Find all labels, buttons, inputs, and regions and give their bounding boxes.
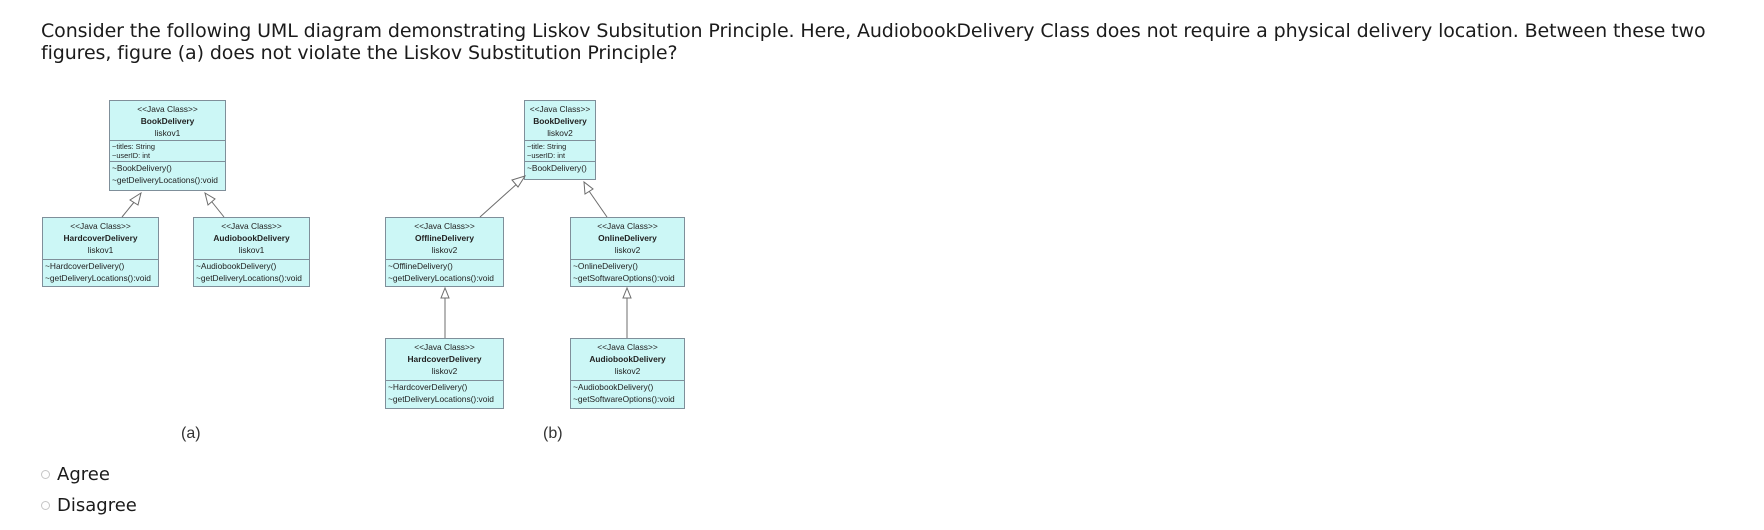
operation: ~getDeliveryLocations():void — [388, 272, 494, 283]
uml-class-bookdelivery-b: <<Java Class>> BookDelivery liskov2 ~tit… — [524, 100, 596, 180]
generalization-edge — [211, 201, 225, 218]
uml-class-audiobookdelivery-a: <<Java Class>> AudiobookDelivery liskov1… — [193, 217, 310, 287]
generalization-edge — [121, 200, 136, 218]
uml-class-hardcoverdelivery-a: <<Java Class>> HardcoverDelivery liskov1… — [42, 217, 159, 287]
operations-section: ~HardcoverDelivery() ~getDeliveryLocatio… — [43, 259, 158, 285]
uml-class-hardcoverdelivery-b: <<Java Class>> HardcoverDelivery liskov2… — [385, 338, 504, 409]
operation: ~AudiobookDelivery() — [196, 261, 277, 271]
class-name: HardcoverDelivery — [63, 233, 138, 243]
operations-section: ~BookDelivery() ~getDeliveryLocations():… — [110, 161, 225, 187]
agree-radio[interactable] — [41, 470, 50, 479]
stereotype: <<Java Class>> — [414, 342, 475, 352]
generalization-edge — [479, 181, 520, 218]
question-text: Consider the following UML diagram demon… — [41, 20, 1706, 64]
package-name: liskov2 — [431, 245, 458, 255]
package-name: liskov2 — [614, 245, 641, 255]
class-name: HardcoverDelivery — [407, 354, 482, 364]
class-name: OnlineDelivery — [598, 233, 657, 243]
operations-section: ~OfflineDelivery() ~getDeliveryLocations… — [386, 259, 503, 285]
stereotype: <<Java Class>> — [221, 221, 282, 231]
operation: ~getDeliveryLocations():void — [45, 272, 151, 283]
class-name: AudiobookDelivery — [213, 233, 290, 243]
uml-class-onlinedelivery-b: <<Java Class>> OnlineDelivery liskov2 ~O… — [570, 217, 685, 287]
package-name: liskov2 — [431, 366, 458, 376]
operation: ~OnlineDelivery() — [573, 261, 638, 271]
operation: ~BookDelivery() — [112, 163, 172, 173]
operation: ~HardcoverDelivery() — [45, 261, 125, 271]
operation: ~HardcoverDelivery() — [388, 382, 468, 392]
class-name: OfflineDelivery — [414, 233, 475, 243]
generalization-arrowhead — [129, 191, 142, 206]
stereotype: <<Java Class>> — [597, 342, 658, 352]
generalization-arrowhead — [204, 191, 216, 206]
class-name: AudiobookDelivery — [589, 354, 666, 364]
figure-label-a: (a) — [181, 425, 201, 442]
operations-section: ~BookDelivery() — [525, 161, 595, 176]
operation: ~BookDelivery() — [527, 163, 587, 173]
option-agree[interactable]: Agree — [41, 464, 110, 485]
operation: ~getDeliveryLocations():void — [112, 174, 218, 185]
attribute: ~userID: int — [527, 151, 565, 160]
operation: ~OfflineDelivery() — [388, 261, 453, 271]
operation: ~getDeliveryLocations():void — [388, 393, 494, 404]
attributes-section: ~titles: String ~userID: int — [110, 140, 225, 161]
stereotype: <<Java Class>> — [597, 221, 658, 231]
class-name: BookDelivery — [140, 116, 195, 126]
operations-section: ~OnlineDelivery() ~getSoftwareOptions():… — [571, 259, 684, 285]
package-name: liskov1 — [154, 128, 181, 138]
operations-section: ~AudiobookDelivery() ~getSoftwareOptions… — [571, 380, 684, 406]
attribute: ~userID: int — [112, 151, 150, 160]
stereotype: <<Java Class>> — [70, 221, 131, 231]
uml-class-offlinedelivery-b: <<Java Class>> OfflineDelivery liskov2 ~… — [385, 217, 504, 287]
attribute: ~titles: String — [112, 142, 155, 151]
class-name: BookDelivery — [533, 116, 587, 126]
generalization-arrowhead — [440, 286, 450, 299]
disagree-radio[interactable] — [41, 501, 50, 510]
attribute: ~title: String — [527, 142, 567, 151]
stereotype: <<Java Class>> — [529, 104, 591, 114]
generalization-edge — [588, 190, 608, 218]
option-disagree[interactable]: Disagree — [41, 495, 137, 516]
generalization-arrowhead — [622, 286, 632, 299]
package-name: liskov1 — [87, 245, 114, 255]
operation: ~getDeliveryLocations():void — [196, 272, 302, 283]
operation: ~getSoftwareOptions():void — [573, 393, 675, 404]
option-label: Agree — [57, 464, 110, 485]
generalization-arrowhead — [583, 180, 594, 195]
option-label: Disagree — [57, 495, 137, 516]
package-name: liskov2 — [547, 128, 573, 138]
stereotype: <<Java Class>> — [414, 221, 475, 231]
operations-section: ~HardcoverDelivery() ~getDeliveryLocatio… — [386, 380, 503, 406]
operation: ~AudiobookDelivery() — [573, 382, 654, 392]
package-name: liskov2 — [614, 366, 641, 376]
figure-label-b: (b) — [543, 425, 563, 442]
operation: ~getSoftwareOptions():void — [573, 272, 675, 283]
uml-class-bookdelivery-a: <<Java Class>> BookDelivery liskov1 ~tit… — [109, 100, 226, 191]
package-name: liskov1 — [238, 245, 265, 255]
stereotype: <<Java Class>> — [137, 104, 198, 114]
operations-section: ~AudiobookDelivery() ~getDeliveryLocatio… — [194, 259, 309, 285]
uml-class-audiobookdelivery-b: <<Java Class>> AudiobookDelivery liskov2… — [570, 338, 685, 409]
attributes-section: ~title: String ~userID: int — [525, 140, 595, 161]
